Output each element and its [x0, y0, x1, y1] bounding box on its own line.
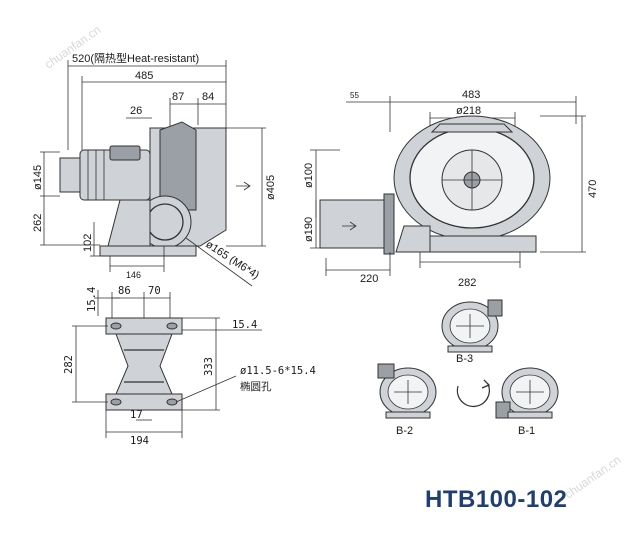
dim-70-label: 70 [148, 285, 161, 297]
dim-146-label: 146 [126, 270, 141, 280]
dim-282-label: 282 [458, 277, 476, 289]
rotation-arrow-icon [456, 383, 491, 408]
model-title: HTB100-102 [425, 486, 568, 513]
width-483-label: 483 [462, 89, 480, 101]
dim-87-label: 87 [172, 91, 184, 103]
orientation-b1 [495, 367, 559, 419]
total-length-label: 520(隔热型Heat-resistant) [72, 51, 199, 65]
dim-15-4-right-label: 15.4 [232, 319, 257, 331]
dim-26-label: 26 [130, 105, 142, 117]
phi405-label: ø405 [265, 175, 277, 200]
orientation-b3 [441, 299, 503, 353]
dim-333-label: 333 [203, 357, 215, 376]
dim-17-label: 17 [130, 409, 143, 421]
dim-194-label: 194 [130, 435, 149, 447]
phi218-label: ø218 [456, 105, 481, 117]
hole-type-label: 椭圆孔 [240, 380, 272, 393]
orientation-b2 [377, 363, 437, 419]
hole-size-label: ø11.5-6*15.4 [240, 365, 316, 377]
front-view [310, 96, 586, 276]
dim-15-4-top-label: 15.4 [86, 287, 98, 312]
dim-282-base-label: 282 [63, 355, 75, 374]
length-label: 485 [135, 70, 153, 82]
orientation-b3-label: B-3 [456, 353, 473, 365]
orientation-b2-label: B-2 [396, 425, 413, 437]
orientation-b1-label: B-1 [518, 425, 535, 437]
dim-220-label: 220 [360, 273, 378, 285]
dim-55-label: 55 [350, 91, 359, 100]
side-view [40, 60, 266, 287]
dim-102-label: 102 [82, 234, 94, 252]
phi190-label: ø190 [303, 217, 315, 242]
dim-86-label: 86 [118, 285, 131, 297]
outlet-label: ø165 (M6*4) [203, 238, 261, 281]
phi100-label: ø100 [303, 163, 315, 188]
base-view [72, 290, 262, 438]
phi145-label: ø145 [32, 165, 44, 190]
dim-262-label: 262 [32, 214, 44, 232]
height-470-label: 470 [587, 180, 599, 198]
dim-84-label: 84 [202, 91, 214, 103]
